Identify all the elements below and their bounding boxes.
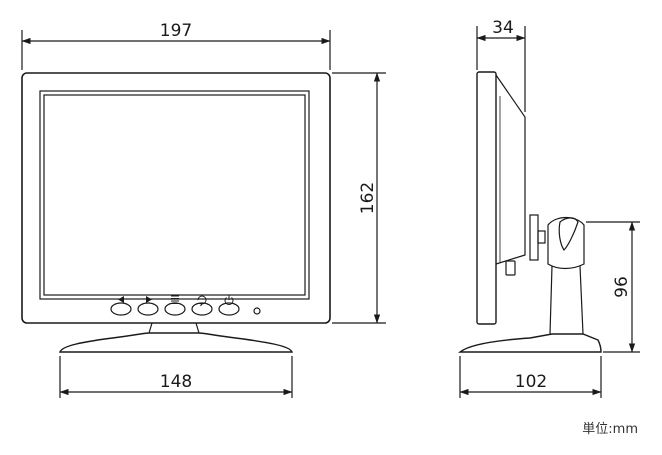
label-base-depth: 102 bbox=[515, 372, 547, 392]
label-side-depth: 34 bbox=[492, 18, 514, 38]
triangle-left-icon bbox=[118, 296, 124, 303]
monitor-screen-inner bbox=[43, 94, 306, 296]
side-knob bbox=[505, 260, 516, 276]
label-front-height: 162 bbox=[358, 182, 378, 214]
button-auto bbox=[191, 302, 213, 316]
label-stand-height: 96 bbox=[612, 276, 632, 298]
label-front-width: 197 bbox=[160, 21, 192, 41]
button-menu bbox=[164, 302, 186, 316]
auto-adjust-icon bbox=[197, 295, 207, 307]
label-base-width: 148 bbox=[160, 372, 192, 392]
dim-front-height bbox=[332, 72, 386, 324]
button-left bbox=[110, 302, 132, 316]
dim-base-width bbox=[59, 356, 293, 398]
front-view bbox=[21, 72, 331, 353]
menu-icon bbox=[171, 295, 179, 304]
power-icon bbox=[224, 295, 234, 306]
button-right bbox=[137, 302, 159, 316]
triangle-right-icon bbox=[146, 296, 152, 303]
button-power bbox=[218, 302, 240, 316]
side-mount-plate bbox=[529, 214, 539, 261]
front-stand-neck bbox=[148, 322, 200, 334]
side-rear-housing bbox=[495, 74, 526, 265]
side-panel-edge bbox=[476, 71, 497, 325]
side-hinge bbox=[547, 216, 585, 270]
side-mount-bolt bbox=[537, 230, 546, 244]
dim-stand-height bbox=[586, 221, 640, 353]
dim-side-depth bbox=[476, 26, 526, 112]
side-view bbox=[458, 71, 602, 353]
dim-base-depth bbox=[459, 356, 602, 398]
side-stand-column bbox=[549, 265, 584, 335]
monitor-bezel bbox=[21, 72, 331, 324]
monitor-screen-outer bbox=[39, 90, 310, 300]
unit-label: 単位:mm bbox=[582, 422, 638, 437]
side-stand-base bbox=[458, 333, 602, 353]
front-stand-base bbox=[59, 332, 293, 353]
power-indicator-led bbox=[253, 307, 261, 315]
dim-front-width bbox=[21, 30, 331, 70]
side-hinge-clip bbox=[558, 217, 579, 251]
